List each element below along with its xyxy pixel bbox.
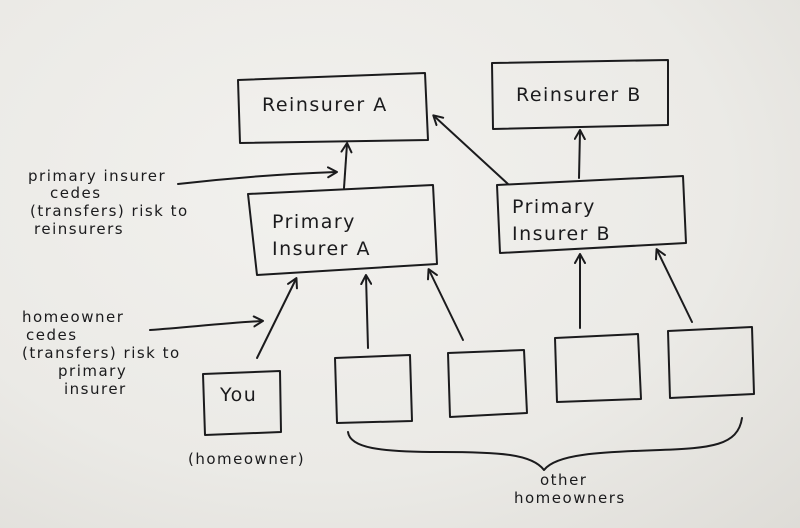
- other-homeowner-box-1: [334, 354, 413, 424]
- svg-text:primary: primary: [58, 362, 127, 380]
- arrow-primary-b-to-reinsurer-a: [432, 114, 509, 185]
- reinsurer-b-label: Reinsurer B: [516, 84, 642, 106]
- reinsurer-a-box: Reinsurer A: [237, 72, 429, 144]
- svg-text:cedes: cedes: [26, 326, 78, 344]
- homeowner-cedes-annotation: homeowner cedes (transfers) risk to prim…: [22, 308, 181, 398]
- arrow-you-to-primary-a: [256, 277, 298, 359]
- primary-insurer-a-box: Primary Insurer A: [247, 184, 438, 276]
- primary-insurer-b-line2: Insurer B: [512, 223, 611, 245]
- primary-cedes-annotation: primary insurer cedes (transfers) risk t…: [28, 167, 189, 238]
- you-label: You: [219, 384, 257, 406]
- primary-insurer-b-box: Primary Insurer B: [496, 175, 687, 254]
- primary-insurer-a-line2: Insurer A: [272, 238, 371, 260]
- svg-text:other: other: [540, 471, 587, 489]
- svg-text:homeowner: homeowner: [22, 308, 124, 326]
- arrow-other-2-to-primary-a: [426, 268, 464, 341]
- other-homeowner-box-4: [667, 326, 755, 399]
- svg-text:insurer: insurer: [64, 380, 127, 398]
- svg-text:(transfers) risk to: (transfers) risk to: [30, 202, 189, 220]
- reinsurer-a-label: Reinsurer A: [262, 94, 388, 116]
- arrow-primary-b-to-reinsurer-b: [573, 129, 586, 179]
- other-homeowners-label: other homeowners: [514, 471, 626, 507]
- arrow-primary-cedes-annotation: [177, 166, 338, 185]
- svg-text:(transfers) risk to: (transfers) risk to: [22, 344, 181, 362]
- other-homeowners-brace: [347, 417, 743, 471]
- arrow-other-1-to-primary-a: [360, 274, 373, 349]
- svg-text:primary insurer: primary insurer: [28, 167, 166, 185]
- other-homeowner-box-2: [447, 349, 528, 418]
- you-box: You: [202, 370, 282, 436]
- primary-insurer-a-line1: Primary: [272, 211, 356, 233]
- reinsurer-b-box: Reinsurer B: [491, 59, 669, 130]
- primary-insurer-b-line1: Primary: [512, 196, 596, 218]
- arrow-primary-a-to-reinsurer-a: [340, 142, 353, 189]
- other-homeowner-box-3: [554, 333, 642, 403]
- arrow-homeowner-cedes-annotation: [149, 315, 264, 331]
- svg-text:homeowners: homeowners: [514, 489, 626, 507]
- homeowner-caption: (homeowner): [188, 450, 305, 468]
- svg-text:cedes: cedes: [50, 184, 102, 202]
- svg-text:reinsurers: reinsurers: [34, 220, 124, 238]
- arrow-other-4-to-primary-b: [655, 248, 693, 323]
